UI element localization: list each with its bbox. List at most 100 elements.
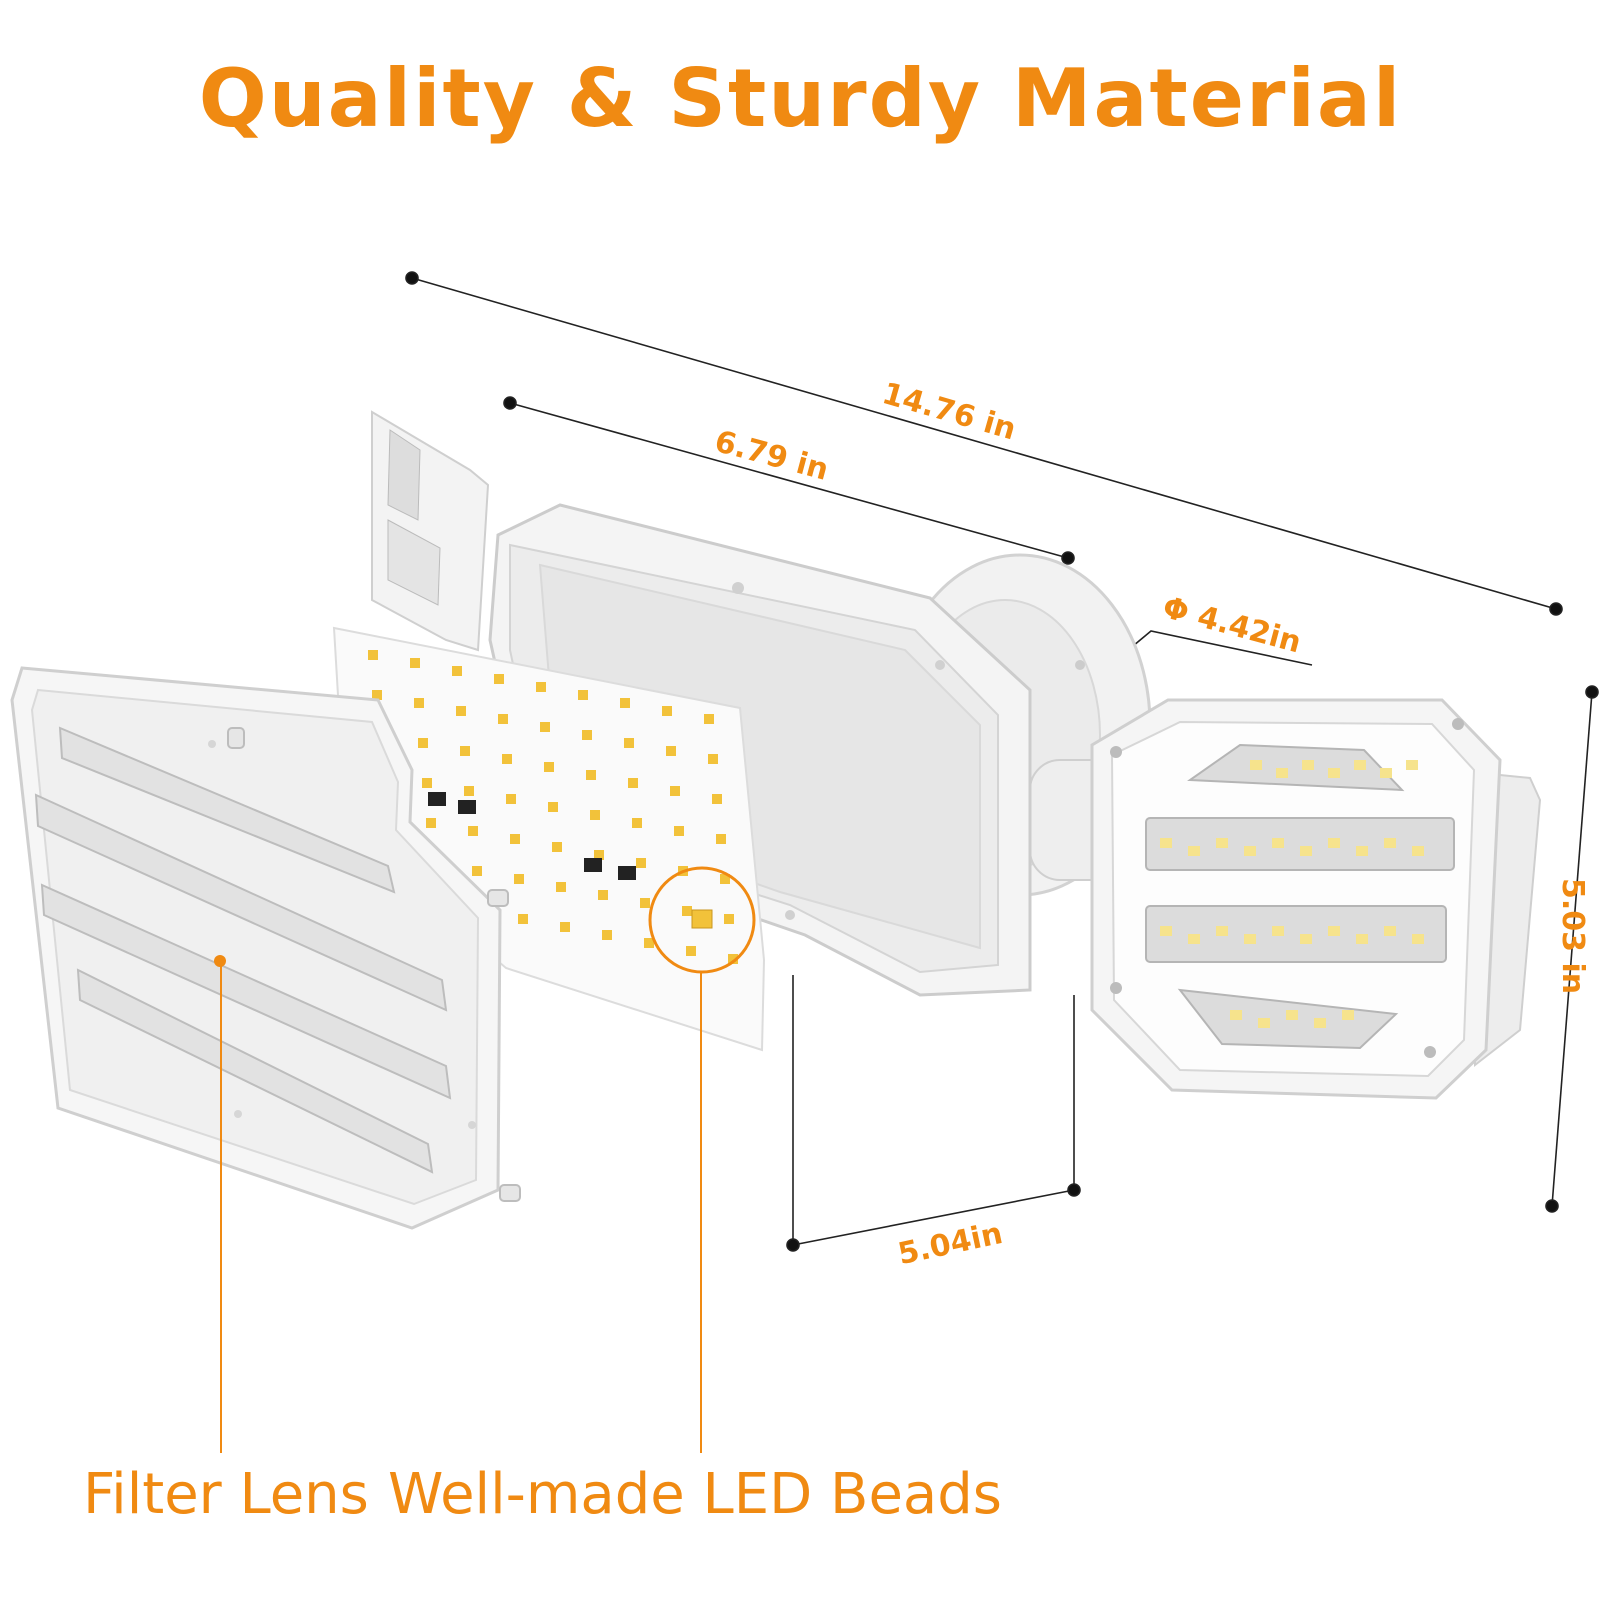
panel-bead (1328, 926, 1340, 936)
led-bead (426, 818, 436, 828)
led-bead (464, 786, 474, 796)
led-bead (494, 674, 504, 684)
panel-bead (1286, 1010, 1298, 1020)
panel-bead (1230, 1010, 1242, 1020)
panel-led-beads (1160, 760, 1424, 1028)
panel-bead (1314, 1018, 1326, 1028)
panel-bead (1188, 934, 1200, 944)
led-bead (418, 738, 428, 748)
led-bead (724, 914, 734, 924)
filter-lens-marker (214, 955, 226, 967)
led-bead (720, 874, 730, 884)
highlighted-bead (691, 909, 713, 929)
panel-bead (1216, 926, 1228, 936)
panel-bead (1244, 934, 1256, 944)
led-bead (498, 714, 508, 724)
filter-lens (10, 666, 521, 1230)
panel-bead (1300, 934, 1312, 944)
panel-bead (1160, 926, 1172, 936)
led-bead (674, 826, 684, 836)
driver-chip (458, 800, 476, 814)
led-bead (544, 762, 554, 772)
led-bead (410, 658, 420, 668)
led-bead (644, 938, 654, 948)
right-led-panel (1090, 698, 1542, 1100)
led-bead (728, 954, 738, 964)
driver-chip (584, 858, 602, 872)
led-bead (662, 706, 672, 716)
panel-bead (1356, 846, 1368, 856)
panel-bead (1384, 926, 1396, 936)
panel-bead (1272, 838, 1284, 848)
led-bead (556, 882, 566, 892)
led-bead (624, 738, 634, 748)
panel-bead (1216, 838, 1228, 848)
led-bead (502, 754, 512, 764)
callout-leaders (220, 962, 702, 1453)
led-bead (686, 946, 696, 956)
led-bead (632, 818, 642, 828)
led-bead (472, 866, 482, 876)
panel-bead (1412, 934, 1424, 944)
led-bead (712, 794, 722, 804)
led-bead (586, 770, 596, 780)
led-bead (422, 778, 432, 788)
panel-bead (1276, 768, 1288, 778)
page-title: Quality & Sturdy Material (198, 52, 1403, 145)
led-bead (602, 930, 612, 940)
driver-chip (618, 866, 636, 880)
led-bead (636, 858, 646, 868)
panel-bead (1160, 838, 1172, 848)
panel-bead (1244, 846, 1256, 856)
dimension-lines (405, 271, 1599, 1252)
led-bead (518, 914, 528, 924)
filter-lens-caption: Filter Lens (83, 1462, 369, 1527)
led-bead (372, 690, 382, 700)
panel-height-line (1551, 691, 1593, 1207)
panel-bead (1380, 768, 1392, 778)
led-bead (590, 810, 600, 820)
panel-bead (1342, 1010, 1354, 1020)
panel-depth-line (792, 1189, 1075, 1246)
led-bead (468, 826, 478, 836)
led-bead (456, 706, 466, 716)
panel-bead (1258, 1018, 1270, 1028)
led-bead (452, 666, 462, 676)
led-bead (640, 898, 650, 908)
led-bead (548, 802, 558, 812)
back-panel (371, 410, 490, 652)
led-bead (704, 714, 714, 724)
led-bead (628, 778, 638, 788)
panel-width-line (509, 402, 1069, 559)
panel-height-label: 5.03 in (1555, 878, 1590, 995)
led-bead (670, 786, 680, 796)
led-bead (506, 794, 516, 804)
led-bead (716, 834, 726, 844)
panel-bead (1356, 934, 1368, 944)
led-bead (536, 682, 546, 692)
driver-chip (428, 792, 446, 806)
center-housing (488, 503, 1032, 997)
panel-bead (1406, 760, 1418, 770)
panel-bead (1328, 768, 1340, 778)
panel-bead (1272, 926, 1284, 936)
led-bead (560, 922, 570, 932)
led-bead (582, 730, 592, 740)
panel-bead (1300, 846, 1312, 856)
panel-bead (1302, 760, 1314, 770)
overall-width-line (411, 277, 1557, 610)
led-bead (708, 754, 718, 764)
led-bead (598, 890, 608, 900)
led-bead (414, 698, 424, 708)
led-beads-caption: Well-made LED Beads (388, 1462, 1002, 1527)
panel-bead (1412, 846, 1424, 856)
panel-bead (1354, 760, 1366, 770)
panel-bead (1328, 838, 1340, 848)
led-bead (460, 746, 470, 756)
led-bead (368, 650, 378, 660)
led-bead (594, 850, 604, 860)
led-bead (666, 746, 676, 756)
led-bead (540, 722, 550, 732)
